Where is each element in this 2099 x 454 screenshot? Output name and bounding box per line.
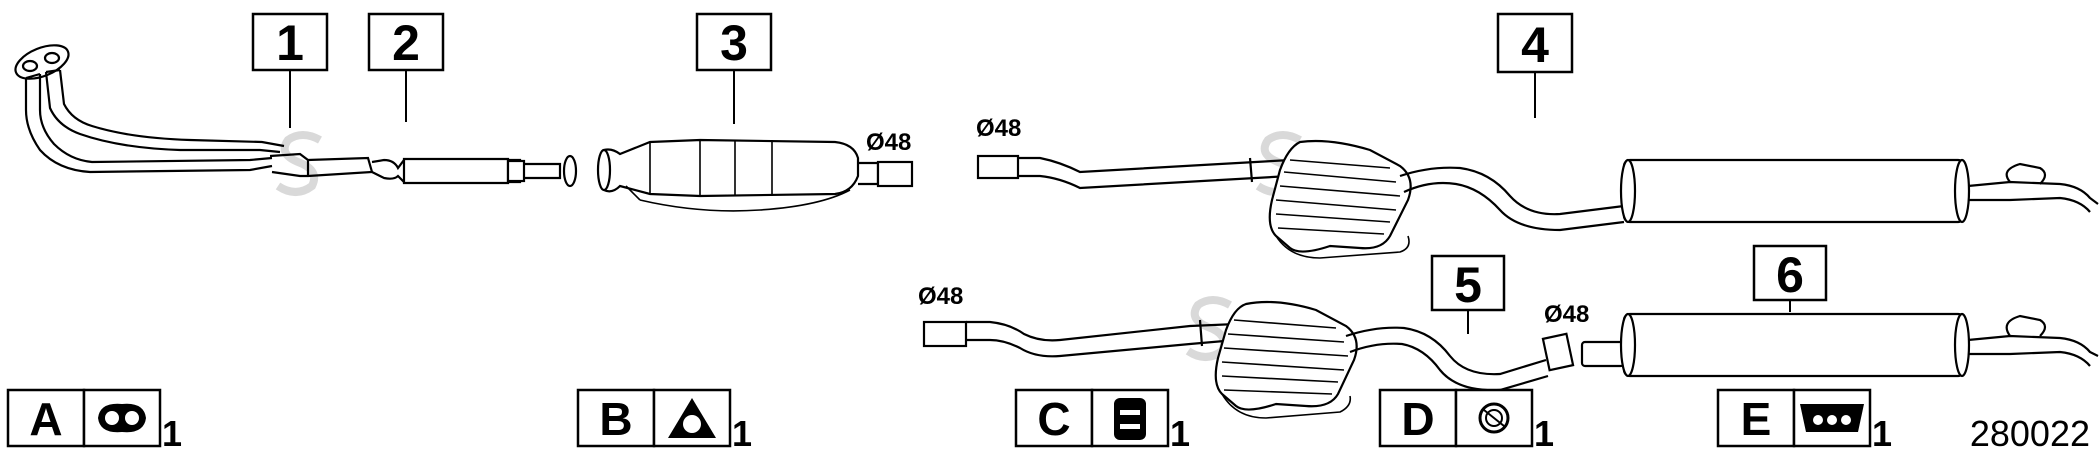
rear-muffler-part: [1580, 312, 2099, 378]
accessory-a-letter: A: [29, 393, 62, 445]
callout-5-number: 5: [1454, 257, 1482, 313]
accessory-c: C 1: [1014, 388, 1190, 454]
gasket-two-hole-icon: [98, 403, 146, 433]
callout-2-number: 2: [392, 15, 420, 71]
callout-6: 6: [1752, 244, 1828, 303]
callout-5: 5: [1430, 254, 1506, 313]
callout-3: 3: [695, 12, 773, 72]
callout-4: 4: [1496, 12, 1574, 74]
callout-2: 2: [367, 12, 445, 72]
diameter-label: Ø48: [976, 115, 1021, 142]
accessory-b: B 1: [576, 388, 752, 454]
hanger-bracket-icon: [1800, 404, 1864, 432]
accessory-b-letter: B: [599, 393, 632, 445]
rubber-mount-icon: [1114, 398, 1146, 440]
accessory-c-quantity: 1: [1170, 413, 1190, 454]
accessory-e-quantity: 1: [1872, 413, 1892, 454]
center-silencer-part: [922, 300, 1575, 419]
accessory-d-quantity: 1: [1534, 413, 1554, 454]
reference-number: 280022: [1970, 413, 2090, 454]
diameter-label: Ø48: [866, 129, 911, 156]
accessory-d: D 1: [1378, 388, 1554, 454]
front-pipe-part: [14, 44, 374, 178]
leader-lines: [289, 70, 1791, 334]
intermediate-pipe-part: [371, 154, 578, 188]
accessory-e-letter: E: [1741, 393, 1772, 445]
callout-6-number: 6: [1776, 247, 1804, 303]
accessory-a: A 1: [6, 388, 182, 454]
callout-1-number: 1: [276, 15, 304, 71]
gasket-triangle-icon: [668, 398, 716, 438]
main-silencer-assembly: [976, 139, 2099, 259]
diameter-label: Ø48: [1544, 301, 1589, 328]
accessory-d-letter: D: [1401, 393, 1434, 445]
diameter-label: Ø48: [918, 283, 963, 310]
catalytic-converter-part: [596, 138, 914, 212]
accessory-c-letter: C: [1037, 393, 1070, 445]
callout-3-number: 3: [720, 15, 748, 71]
accessory-a-quantity: 1: [162, 413, 182, 454]
callout-1: 1: [251, 12, 329, 72]
accessory-e: E 1: [1716, 388, 1892, 454]
accessory-b-quantity: 1: [732, 413, 752, 454]
callout-4-number: 4: [1521, 17, 1549, 73]
ring-icon: [1478, 402, 1510, 434]
